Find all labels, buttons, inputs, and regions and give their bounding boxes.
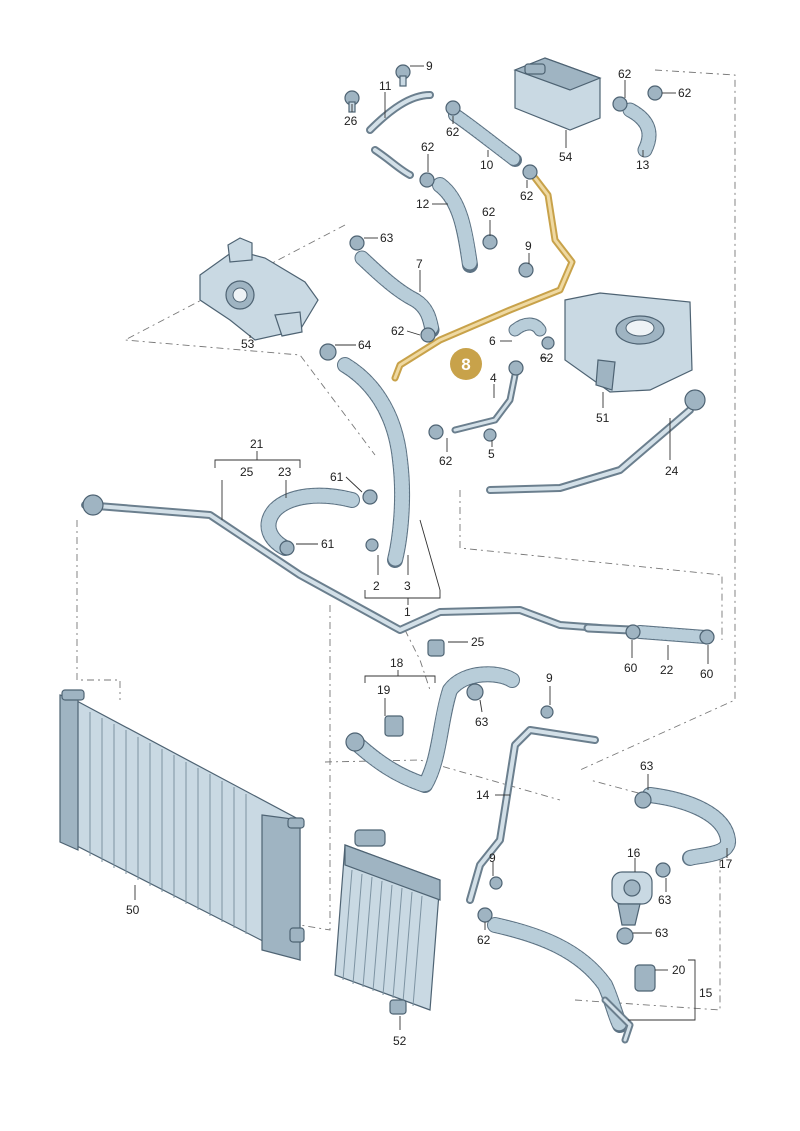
callout-24: 24 — [665, 464, 679, 478]
callout-15: 15 — [699, 986, 713, 1000]
callout-62i: 62 — [439, 454, 453, 468]
callout-62f: 62 — [482, 205, 496, 219]
callout-62h: 62 — [540, 351, 554, 365]
callout-11: 11 — [379, 79, 392, 93]
callout-60b: 60 — [700, 667, 714, 681]
oil-cooler — [513, 57, 602, 131]
assembly-lines — [76, 69, 736, 1011]
callout-9a: 9 — [426, 59, 433, 73]
callout-62j: 62 — [477, 933, 491, 947]
callout-6: 6 — [489, 334, 496, 348]
callout-22: 22 — [660, 663, 674, 677]
expansion-tank — [564, 292, 693, 393]
callout-63c: 63 — [640, 759, 654, 773]
callout-25a: 25 — [240, 465, 254, 479]
callout-62d: 62 — [421, 140, 435, 154]
callout-61b: 61 — [321, 537, 335, 551]
highlight-label: 8 — [461, 355, 470, 374]
callout-63d: 63 — [658, 893, 672, 907]
radiator-auxiliary — [334, 829, 441, 1015]
radiator-main — [59, 689, 305, 961]
callout-20: 20 — [672, 963, 686, 977]
callout-63a: 63 — [380, 231, 394, 245]
callout-12: 12 — [416, 197, 430, 211]
callout-54: 54 — [559, 150, 573, 164]
callout-9d: 9 — [489, 851, 496, 865]
callout-62g: 62 — [391, 324, 405, 338]
callout-25b: 25 — [471, 635, 485, 649]
callout-10: 10 — [480, 158, 494, 172]
callout-21: 21 — [250, 437, 264, 451]
callout-2: 2 — [373, 579, 380, 593]
callout-labels: 9 11 26 62 10 54 62 62 13 62 12 62 62 9 … — [126, 59, 733, 1048]
callout-18: 18 — [390, 656, 404, 670]
coolant-valve — [611, 871, 653, 926]
callout-16: 16 — [627, 846, 641, 860]
callout-64: 64 — [358, 338, 372, 352]
callout-62b: 62 — [618, 67, 632, 81]
highlighted-coolant-pipe — [391, 174, 576, 382]
clamps-and-bolts — [82, 64, 715, 992]
callout-5: 5 — [488, 447, 495, 461]
callout-19: 19 — [377, 683, 391, 697]
callout-61a: 61 — [330, 470, 344, 484]
callout-62a: 62 — [446, 125, 460, 139]
pipes — [81, 91, 694, 1044]
callout-51: 51 — [596, 411, 610, 425]
highlight-badge: 8 — [450, 348, 482, 380]
thermostat-housing — [199, 237, 319, 341]
leader-lines — [134, 65, 728, 1030]
callout-14: 14 — [476, 788, 490, 802]
callout-7: 7 — [416, 257, 423, 271]
callout-9b: 9 — [525, 239, 532, 253]
callout-17: 17 — [719, 857, 733, 871]
callout-23: 23 — [278, 465, 292, 479]
callout-62c: 62 — [678, 86, 692, 100]
callout-52: 52 — [393, 1034, 407, 1048]
callout-50: 50 — [126, 903, 140, 917]
callout-13: 13 — [636, 158, 650, 172]
callout-53: 53 — [241, 337, 255, 351]
callout-60a: 60 — [624, 661, 638, 675]
callout-26: 26 — [344, 114, 358, 128]
callout-1: 1 — [404, 605, 411, 619]
callout-63b: 63 — [475, 715, 489, 729]
callout-62e: 62 — [520, 189, 534, 203]
callout-4: 4 — [490, 371, 497, 385]
callout-3: 3 — [404, 579, 411, 593]
callout-63e: 63 — [655, 926, 669, 940]
callout-9c: 9 — [546, 671, 553, 685]
